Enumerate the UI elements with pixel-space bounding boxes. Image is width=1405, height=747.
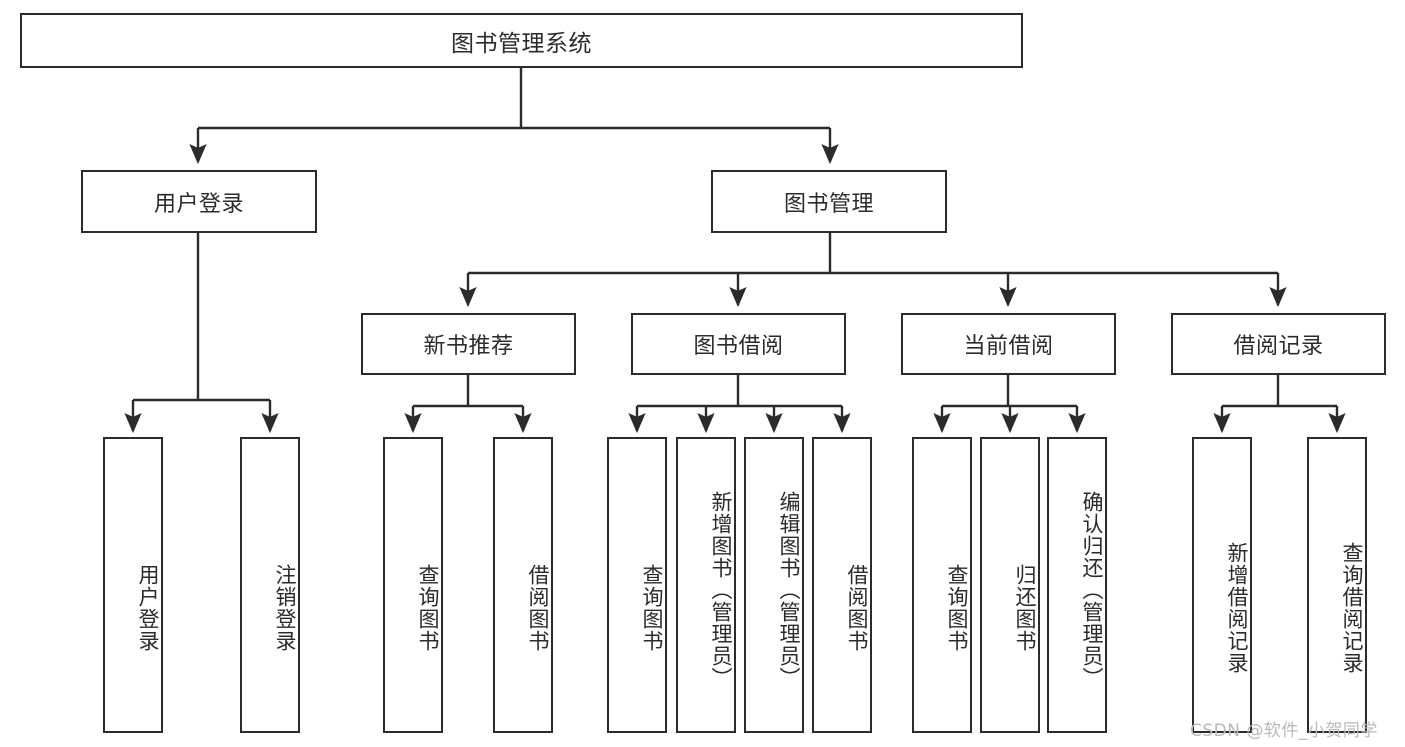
node-new-book-recommend[interactable]: 新书推荐: [361, 313, 576, 375]
leaf-current-borrow-return-books[interactable]: 归还图书: [980, 437, 1040, 733]
leaf-current-borrow-confirm-return-admin[interactable]: 确认归还（管理员）: [1047, 437, 1107, 733]
leaf-book-borrow-add-book-admin[interactable]: 新增图书（管理员）: [676, 437, 736, 733]
leaf-borrow-record-add-record[interactable]: 新增借阅记录: [1192, 437, 1252, 733]
node-root-system[interactable]: 图书管理系统: [20, 13, 1023, 68]
leaf-book-borrow-borrow-books[interactable]: 借阅图书: [812, 437, 872, 733]
leaf-book-borrow-edit-book-admin[interactable]: 编辑图书（管理员）: [744, 437, 804, 733]
node-book-management[interactable]: 图书管理: [711, 170, 947, 233]
node-book-borrow[interactable]: 图书借阅: [631, 313, 846, 375]
leaf-current-borrow-query-books[interactable]: 查询图书: [912, 437, 972, 733]
leaf-borrow-record-query-record[interactable]: 查询借阅记录: [1307, 437, 1367, 733]
leaf-new-book-query-books[interactable]: 查询图书: [383, 437, 443, 733]
leaf-book-borrow-query-books[interactable]: 查询图书: [607, 437, 667, 733]
node-user-login[interactable]: 用户登录: [81, 170, 317, 233]
node-borrow-record[interactable]: 借阅记录: [1171, 313, 1386, 375]
leaf-new-book-borrow-books[interactable]: 借阅图书: [493, 437, 553, 733]
csdn-watermark: CSDN @软件_小贺同学: [1190, 721, 1378, 741]
leaf-user-login-login[interactable]: 用户登录: [103, 437, 163, 733]
leaf-user-login-logout[interactable]: 注销登录: [240, 437, 300, 733]
node-current-borrow[interactable]: 当前借阅: [901, 313, 1116, 375]
